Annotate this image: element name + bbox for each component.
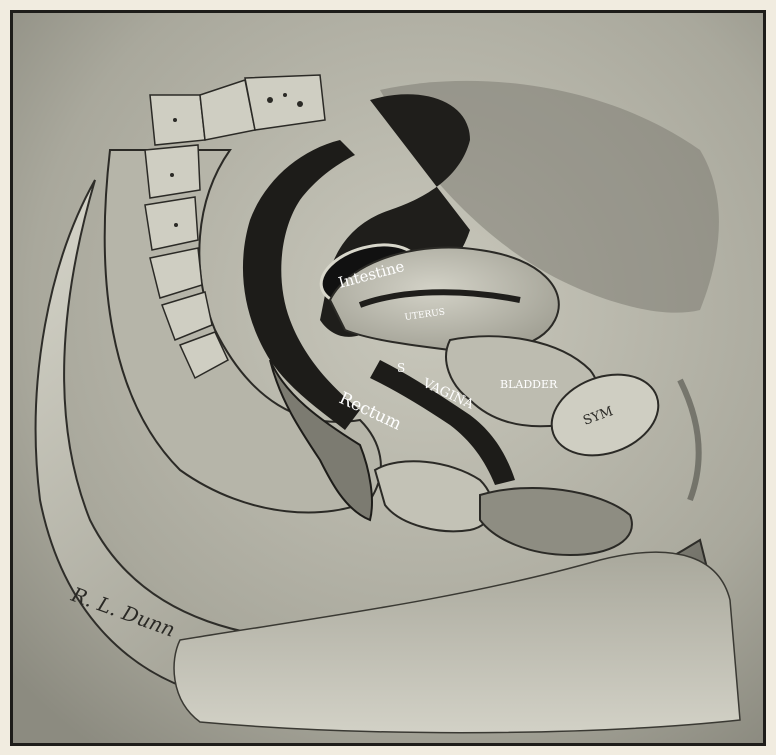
label-bladder: BLADDER xyxy=(500,378,558,391)
label-cervix-letter: S xyxy=(397,361,405,375)
